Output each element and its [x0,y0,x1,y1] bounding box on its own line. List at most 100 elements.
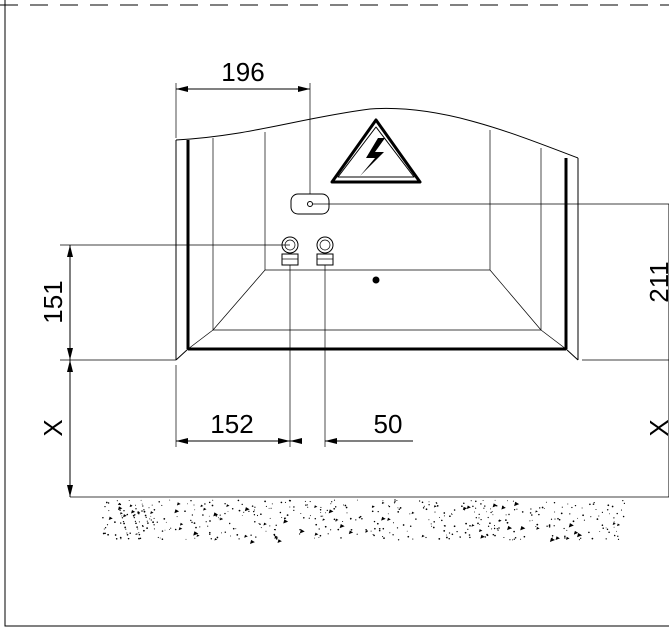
floor-speck [392,534,394,536]
floor-speck [474,511,476,513]
floor-speck [237,499,240,502]
floor-speck [598,515,600,517]
floor-speck [134,514,136,516]
floor-speck [581,507,583,509]
floor-speck [616,512,618,515]
floor-speck [224,503,226,505]
pipe-connection-left-icon [281,236,299,266]
floor-speck [489,522,491,525]
floor-speck [431,525,433,527]
floor-speck [471,524,475,527]
floor-speck [250,534,252,536]
floor-speck [554,511,556,513]
floor-speck [152,521,154,524]
floor-speck [125,528,127,530]
cable-gland-icon [290,193,669,215]
floor-speck [209,533,211,536]
floor-speck [453,525,456,528]
floor-speck [516,508,518,510]
floor-speck [194,537,196,539]
floor-speck [358,516,361,519]
floor-speck [224,531,227,533]
floor-speck [235,528,237,530]
floor-speck [244,534,248,538]
floor-speck [574,504,577,507]
floor-speck [244,507,250,512]
floor-speck [208,515,210,517]
floor-speck [577,517,579,519]
floor-speck [337,528,340,531]
floor-speck [194,509,196,511]
floor-speck [377,510,379,513]
floor-speck [378,529,381,532]
floor-speck [274,535,279,539]
floor-speck [449,515,451,518]
floor-speck [103,528,105,530]
floor-speck [335,520,337,522]
floor-speck [179,522,184,526]
floor-speck [425,508,428,511]
floor-speck [359,515,362,518]
floor-speck [151,504,153,506]
floor-speck [463,509,466,511]
floor-speck [555,536,560,541]
floor-speck [578,539,580,541]
floor-speck [563,527,565,530]
floor-speck [333,499,336,501]
floor-speck [116,500,118,502]
floor-speck [503,536,505,539]
floor-speck [280,501,283,504]
floor-speck [475,500,477,503]
floor-speck [418,500,421,502]
floor-speck [283,517,286,520]
floor-speck [161,530,164,532]
floor-speck [545,501,547,503]
floor-speck [538,513,540,516]
floor-speck [309,501,311,503]
floor-speck [608,531,610,533]
floor-speck [264,500,266,503]
floor-speck [397,539,400,541]
floor-speck [273,533,276,536]
floor-speck [153,524,155,526]
floor-speck [104,527,107,529]
floor-speck [210,538,213,540]
floor-speck [195,533,197,535]
floor-speck [269,525,271,527]
floor-speck [387,517,391,521]
floor-speck [176,502,181,506]
floor-speck [439,517,441,518]
floor-speck [487,525,490,527]
floor-speck [212,499,214,501]
floor-speck [548,525,551,528]
floor-speck [208,501,211,504]
floor-speck [372,533,374,536]
floor-speck [582,514,584,517]
floor-speck [309,515,311,517]
floor-speck [396,499,398,502]
floor-speck [539,507,541,509]
floor-speck [314,505,318,508]
floor-speck [340,537,342,539]
floor-speck [399,507,402,509]
floor-speck [374,527,376,530]
floor-speck [392,522,395,524]
floor-speck [314,517,317,520]
floor-hatching [102,499,626,544]
floor-speck [285,517,287,519]
floor-speck [463,502,465,505]
floor-speck [190,500,192,502]
dimension-connection-height: 151 [38,245,73,360]
floor-speck [577,532,583,538]
floor-speck [373,520,376,523]
pipe-connection-right-icon [316,236,334,266]
floor-speck [318,537,320,539]
floor-speck [318,528,320,530]
floor-speck [435,502,437,504]
floor-speck [459,536,461,538]
floor-speck [331,501,333,503]
floor-speck [157,536,159,539]
high-voltage-warning-icon [330,118,422,184]
floor-speck [407,535,410,538]
floor-speck [623,502,626,505]
